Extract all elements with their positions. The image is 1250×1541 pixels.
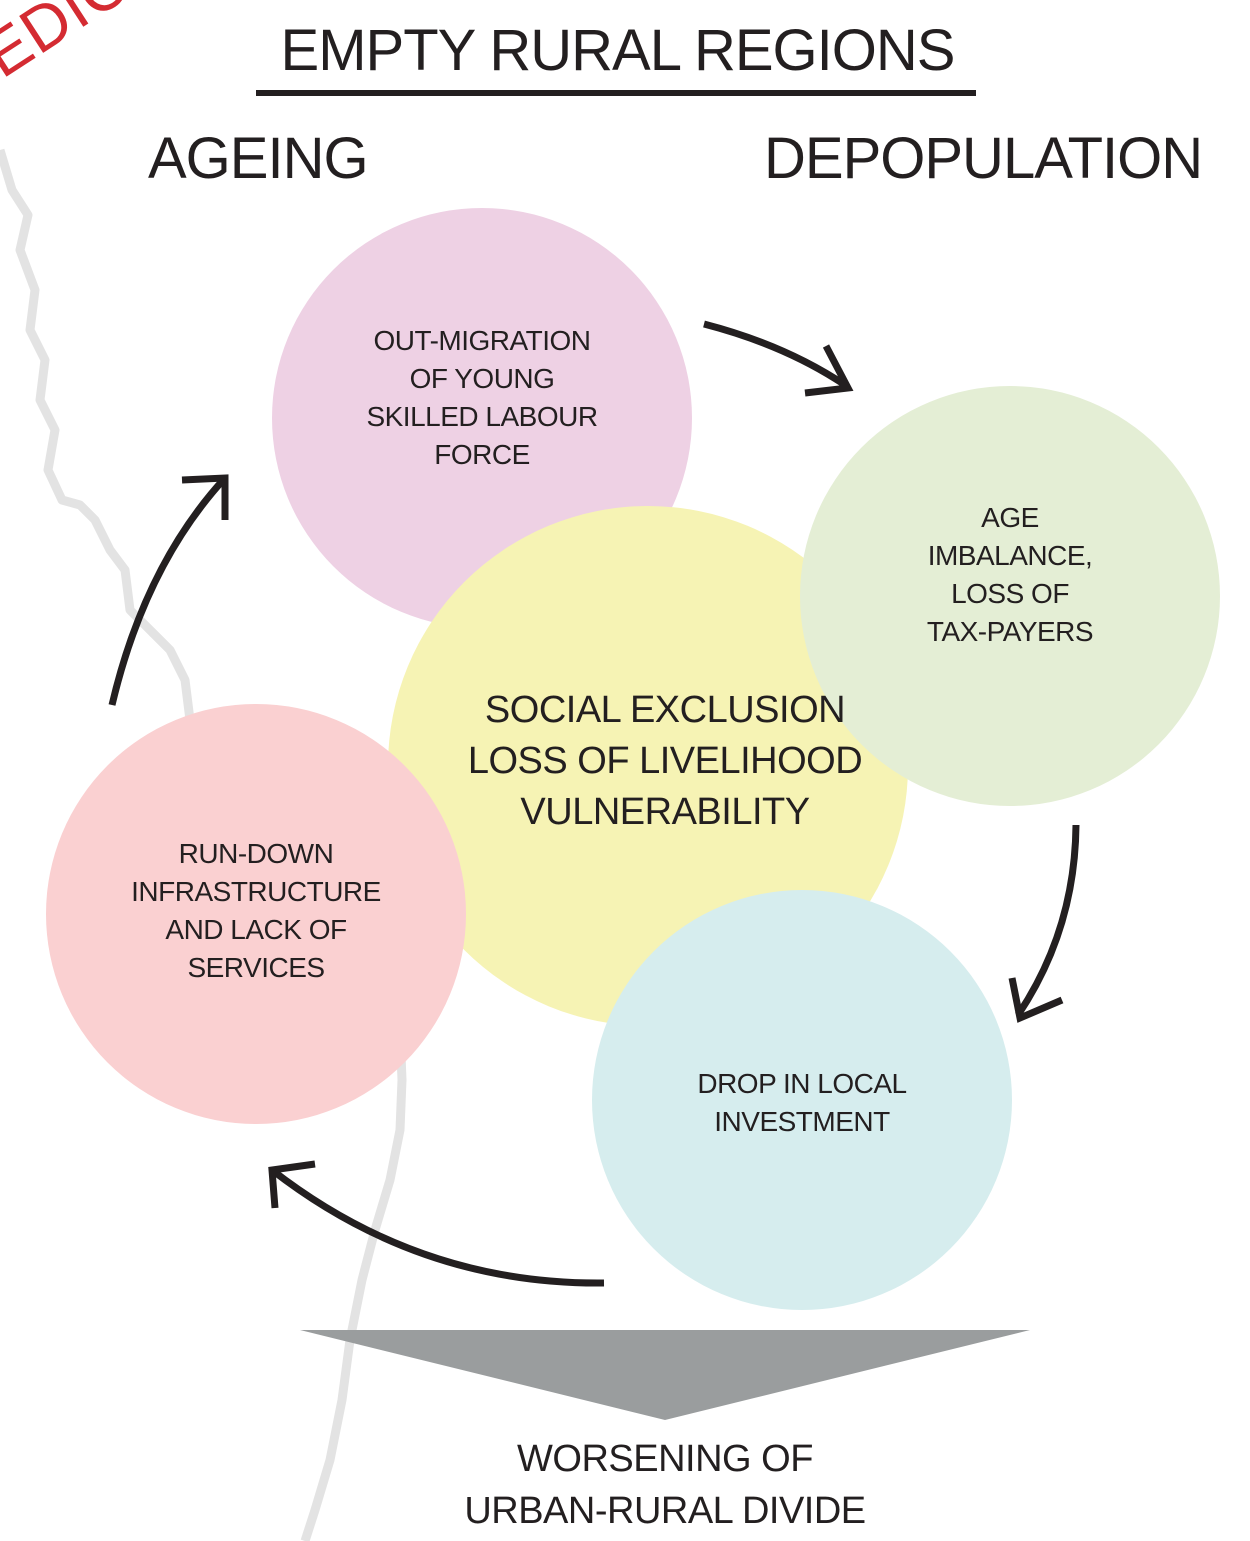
node-out-migration-text: OUT-MIGRATION OF YOUNG SKILLED LABOUR FO… — [366, 325, 598, 470]
node-infrastructure-circle — [46, 704, 466, 1124]
outcome-text: WORSENING OF URBAN-RURAL DIVIDE — [464, 1438, 866, 1532]
diagram-title: EMPTY RURAL REGIONS — [280, 18, 956, 83]
node-infrastructure-text: RUN-DOWN INFRASTRUCTURE AND LACK OF SERV… — [131, 838, 381, 983]
node-age-imbalance-circle — [800, 386, 1220, 806]
node-local-investment-text: DROP IN LOCAL INVESTMENT — [697, 1068, 907, 1137]
label-ageing: AGEING — [148, 126, 369, 191]
node-local-investment-circle — [592, 890, 1012, 1310]
node-age-imbalance-text: AGE IMBALANCE, LOSS OF TAX-PAYERS — [926, 502, 1094, 647]
label-depopulation: DEPOPULATION — [764, 126, 1203, 191]
node-center-text: SOCIAL EXCLUSION LOSS OF LIVELIHOOD VULN… — [467, 689, 863, 833]
title-underline — [256, 90, 976, 96]
